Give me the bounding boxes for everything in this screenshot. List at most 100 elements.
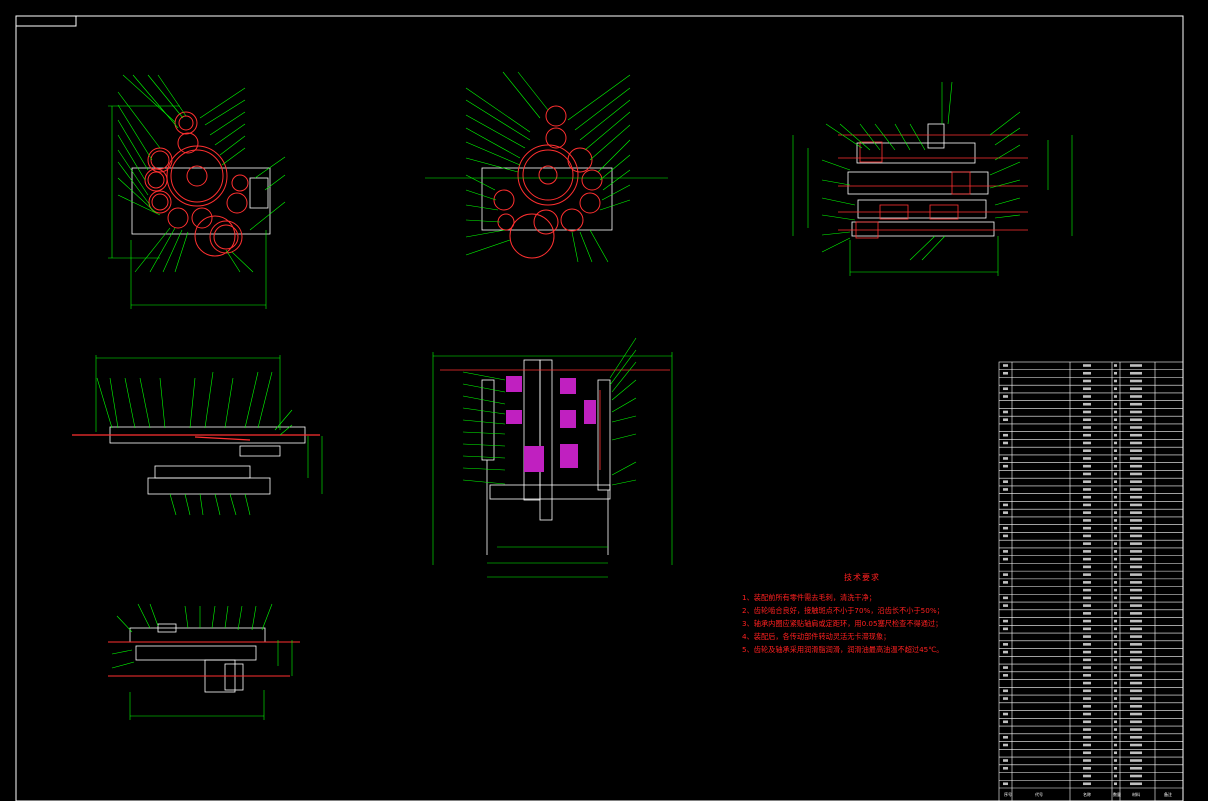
table-cell-text bbox=[1083, 728, 1091, 731]
tech-req-item: 2、齿轮啮合良好，接触斑点不小于70%，沿齿长不小于50%； bbox=[742, 606, 944, 615]
table-cell-text bbox=[1083, 751, 1091, 755]
table-cell-text bbox=[1114, 705, 1117, 708]
table-cell-text bbox=[1114, 689, 1117, 693]
table-cell-text bbox=[1083, 573, 1091, 576]
table-cell-text bbox=[1114, 596, 1117, 600]
table-cell-text bbox=[1003, 534, 1008, 538]
table-cell-text bbox=[1114, 766, 1117, 770]
gearbox-rear-view bbox=[425, 71, 668, 263]
parts-list-table bbox=[998, 361, 1184, 801]
header-material: 材料 bbox=[1132, 791, 1140, 797]
table-cell-text bbox=[1130, 635, 1142, 638]
table-cell-text bbox=[1003, 488, 1008, 491]
table-cell-text bbox=[1130, 534, 1142, 538]
table-cell-text bbox=[1130, 650, 1142, 654]
table-cell-text bbox=[1130, 643, 1142, 646]
table-cell-text bbox=[1114, 650, 1117, 654]
table-cell-text bbox=[1114, 526, 1117, 530]
table-cell-text bbox=[1083, 534, 1091, 538]
table-cell-text bbox=[1130, 619, 1142, 623]
table-cell-text bbox=[1083, 720, 1091, 724]
table-cell-text bbox=[1083, 557, 1091, 561]
table-cell-text bbox=[1083, 588, 1091, 592]
gearbox-front-view bbox=[108, 74, 286, 309]
table-cell-text bbox=[1130, 612, 1142, 615]
table-cell-text bbox=[1130, 526, 1142, 530]
table-cell-text bbox=[1114, 619, 1117, 623]
table-cell-text bbox=[1114, 751, 1117, 755]
table-cell-text bbox=[1114, 387, 1117, 391]
table-cell-text bbox=[1130, 402, 1142, 406]
table-cell-text bbox=[1114, 658, 1117, 662]
table-cell-text bbox=[1003, 573, 1008, 576]
table-cell-text bbox=[1114, 635, 1117, 638]
table-cell-text bbox=[1114, 674, 1117, 677]
table-cell-text bbox=[1003, 604, 1008, 607]
table-cell-text bbox=[1130, 464, 1142, 468]
table-cell-text bbox=[1114, 759, 1117, 762]
table-cell-text bbox=[1003, 480, 1008, 483]
table-cell-text bbox=[1083, 519, 1091, 522]
table-cell-text bbox=[1114, 612, 1117, 615]
table-cell-text bbox=[1114, 364, 1117, 367]
table-cell-text bbox=[1083, 526, 1091, 530]
table-cell-text bbox=[1114, 627, 1117, 631]
table-cell-text bbox=[1003, 581, 1008, 584]
table-cell-text bbox=[1083, 627, 1091, 631]
table-cell-text bbox=[1083, 689, 1091, 693]
table-cell-text bbox=[1083, 433, 1091, 437]
table-cell-text bbox=[1083, 681, 1091, 685]
table-cell-text bbox=[1130, 728, 1142, 731]
table-cell-text bbox=[1130, 658, 1142, 662]
table-cell-text bbox=[1003, 410, 1008, 414]
table-cell-text bbox=[1114, 488, 1117, 491]
table-cell-text bbox=[1114, 712, 1117, 716]
table-cell-text bbox=[1003, 666, 1008, 669]
header-qty: 数量 bbox=[1113, 791, 1121, 797]
title-block-headers: 序号 代号 名称 数量 材料 备注 bbox=[1004, 791, 1172, 797]
header-name: 名称 bbox=[1083, 791, 1091, 797]
table-cell-text bbox=[1114, 743, 1117, 747]
table-cell-text bbox=[1003, 550, 1008, 553]
table-cell-text bbox=[1130, 495, 1142, 499]
table-cell-text bbox=[1003, 643, 1008, 646]
table-cell-text bbox=[1114, 457, 1117, 460]
table-cell-text bbox=[1083, 643, 1091, 646]
table-cell-text bbox=[1003, 511, 1008, 514]
table-cell-text bbox=[1003, 418, 1008, 422]
table-cell-text bbox=[1003, 387, 1008, 391]
table-cell-text bbox=[1130, 627, 1142, 631]
table-cell-text bbox=[1083, 697, 1091, 700]
table-cell-text bbox=[1130, 449, 1142, 452]
table-cell-text bbox=[1114, 604, 1117, 607]
table-cell-text bbox=[1130, 666, 1142, 669]
table-cell-text bbox=[1083, 495, 1091, 499]
table-cell-text bbox=[1003, 674, 1008, 677]
table-cell-text bbox=[1114, 735, 1117, 739]
table-cell-text bbox=[1114, 511, 1117, 514]
table-cell-text bbox=[1130, 371, 1142, 375]
tech-req-item: 1、装配前所有零件需去毛刺，清洗干净； bbox=[742, 593, 876, 602]
tech-req-item: 5、齿轮及轴承采用润滑脂润滑，润滑油最高油温不超过45℃。 bbox=[742, 645, 944, 654]
table-cell-text bbox=[1083, 705, 1091, 708]
table-cell-text bbox=[1114, 395, 1117, 398]
table-cell-text bbox=[1130, 364, 1142, 367]
table-cell-text bbox=[1083, 712, 1091, 716]
header-code: 代号 bbox=[1035, 791, 1043, 797]
table-cell-text bbox=[1114, 449, 1117, 452]
table-cell-text bbox=[1114, 565, 1117, 569]
table-cell-text bbox=[1114, 557, 1117, 561]
table-cell-text bbox=[1083, 550, 1091, 553]
table-cell-text bbox=[1083, 596, 1091, 600]
table-cell-text bbox=[1130, 681, 1142, 685]
header-seq: 序号 bbox=[1004, 791, 1012, 797]
table-cell-text bbox=[1083, 395, 1091, 398]
table-cell-text bbox=[1083, 511, 1091, 514]
tech-req-title: 技术要求 bbox=[844, 573, 880, 582]
table-cell-text bbox=[1083, 604, 1091, 607]
table-cell-text bbox=[1130, 480, 1142, 483]
table-cell-text bbox=[1083, 581, 1091, 584]
table-cell-text bbox=[1003, 766, 1008, 770]
table-cell-text bbox=[1114, 519, 1117, 522]
